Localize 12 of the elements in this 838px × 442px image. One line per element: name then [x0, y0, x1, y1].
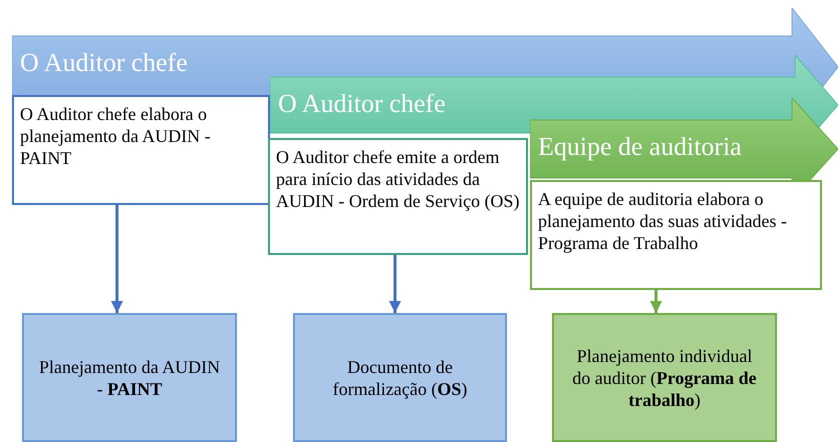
arrow — [389, 255, 401, 313]
text-box: O Auditor chefe emite a ordem para início das atividades da AUDIN - Ordem de Serviço (OS) — [268, 138, 528, 255]
band-title: O Auditor chefe — [278, 91, 446, 117]
text-box: O Auditor chefe elabora o planejamento da AUDIN - PAINT — [12, 95, 270, 205]
arrow — [111, 205, 123, 313]
band-title: O Auditor chefe — [20, 50, 188, 76]
text-box: A equipe de auditoria elabora o planejamento das suas atividades - Programa de Trabalho — [530, 180, 822, 290]
band-title: Equipe de auditoria — [538, 134, 742, 160]
result-box: Documento de formalização (OS) — [293, 313, 507, 442]
result-box: Planejamento da AUDIN - PAINT — [22, 313, 237, 442]
result-box: Planejamento individual do auditor (Programa de trabalho) — [552, 313, 777, 442]
arrow — [650, 290, 662, 313]
